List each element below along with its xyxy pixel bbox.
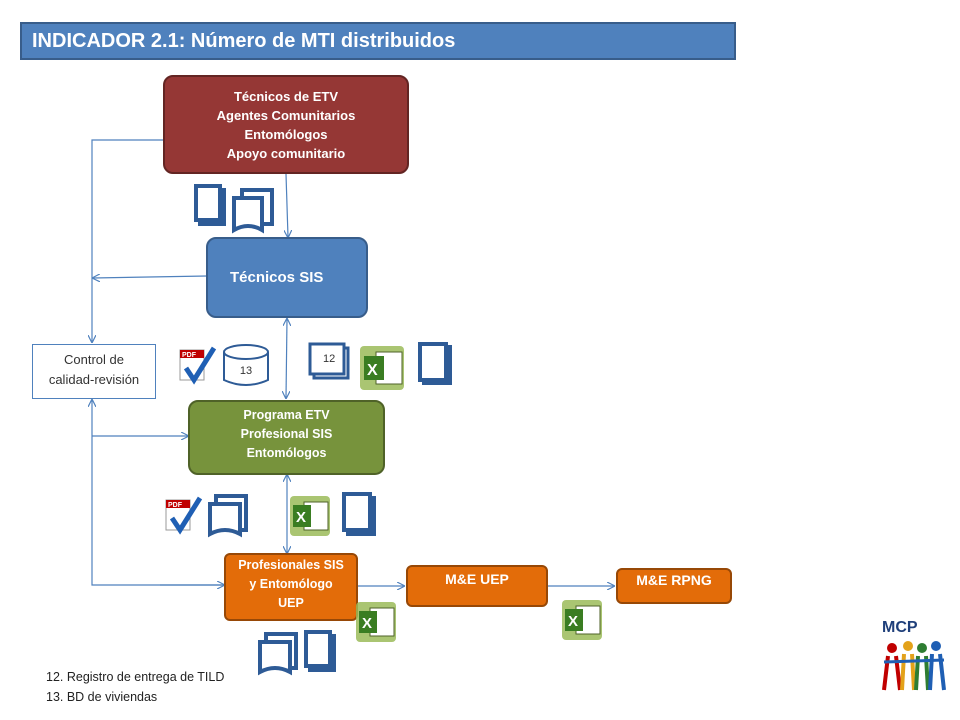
document-icon [418,342,452,385]
excel-icon: X [562,600,602,640]
database-label: 13 [240,365,252,377]
document-icon [304,630,336,672]
node-line: calidad-revisión [48,372,140,387]
document-icon [194,184,226,226]
excel-icon: X [356,602,396,642]
excel-icon: X [290,496,330,536]
legend-item: 12. Registro de entrega de TILD [46,670,225,684]
mcp-logo-icon: MCP [882,619,946,691]
pdf-icon: PDF [165,496,203,535]
svg-text:X: X [568,613,578,630]
node-line: Entomólogos [244,127,328,142]
node-me-rpng: M&E RPNG [616,568,732,604]
node-me-uep: M&E UEP [406,565,548,607]
node-line: Agentes Comunitarios [216,108,356,123]
page-title: INDICADOR 2.1: Número de MTI distribuido… [20,22,736,60]
node-line: Control de [64,352,124,367]
node-line: Profesionales SIS [238,558,344,572]
excel-icon: X [360,346,404,390]
node-programa-etv: Programa ETV Profesional SIS Entomólogos [188,400,385,475]
svg-text:MCP: MCP [882,619,918,636]
legend: 12. Registro de entrega de TILD 13. BD d… [46,667,224,707]
database-icon [223,344,269,386]
node-line: UEP [278,596,304,610]
register-label: 12 [323,353,335,365]
node-line: Entomólogos [246,446,327,460]
node-line: Técnicos de ETV [233,89,339,104]
node-tecnicos-etv: Técnicos de ETV Agentes Comunitarios Ent… [163,75,409,174]
node-tecnicos-sis: Técnicos SIS [206,237,368,318]
svg-text:PDF: PDF [168,502,183,509]
multi-document-icon [308,342,350,380]
multi-document-icon [232,188,274,234]
node-line: Apoyo comunitario [226,146,346,161]
multi-document-icon [258,632,298,676]
node-line: Programa ETV [243,408,330,422]
svg-text:PDF: PDF [182,352,197,359]
multi-document-icon [208,494,248,538]
document-icon [342,492,376,536]
node-profesionales-sis: Profesionales SIS y Entomólogo UEP [224,553,358,621]
legend-item: 13. BD de viviendas [46,690,158,704]
svg-text:X: X [367,362,378,379]
svg-text:X: X [296,509,306,526]
node-control-calidad: Control de calidad-revisión [32,344,156,399]
node-line: y Entomólogo [249,577,333,591]
node-line: Profesional SIS [240,427,333,441]
pdf-icon: PDF [179,346,217,385]
svg-text:X: X [362,615,372,632]
